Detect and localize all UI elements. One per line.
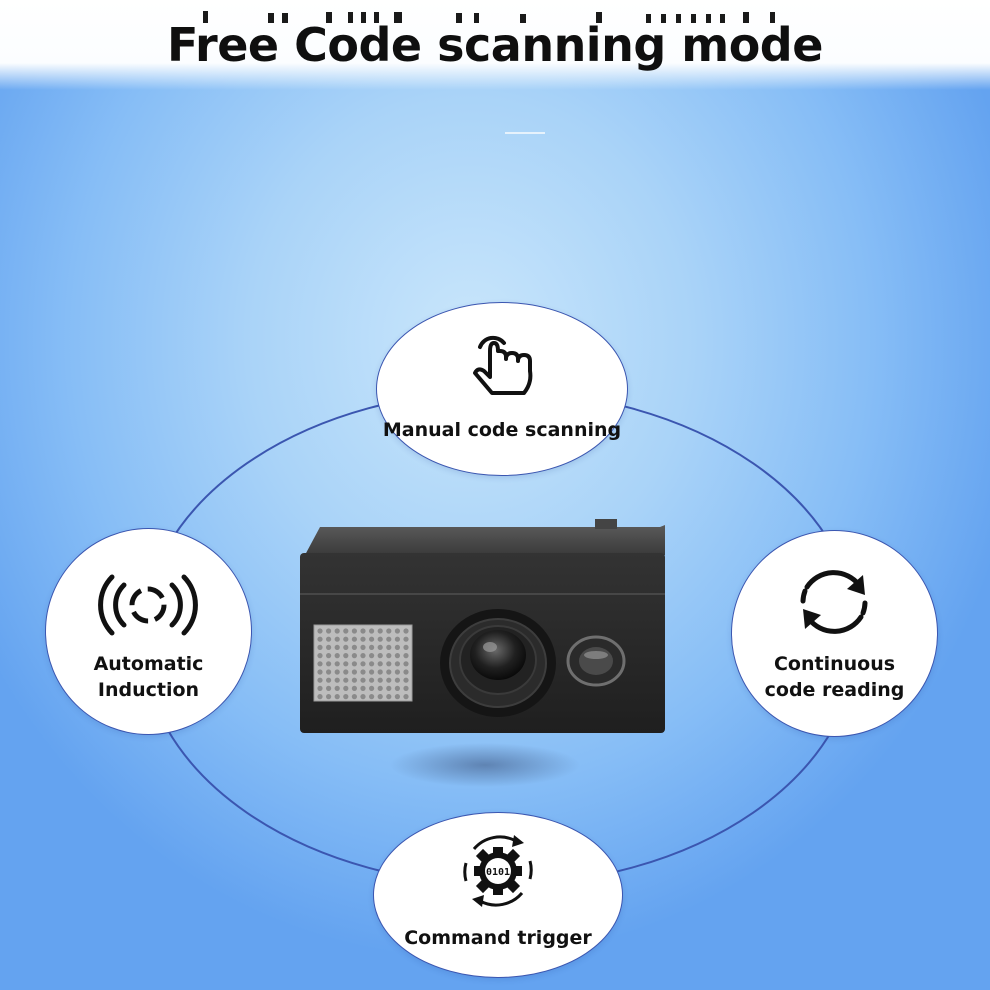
header-decoration-marks bbox=[203, 11, 775, 23]
mode-label-line1: Continuous bbox=[773, 653, 896, 675]
mode-label-line2: Induction bbox=[97, 679, 200, 701]
mode-command-trigger[interactable]: 0101 Command trigger bbox=[373, 812, 623, 978]
header-band bbox=[0, 0, 990, 90]
mode-label: Manual code scanning bbox=[382, 419, 622, 441]
mode-automatic-induction[interactable]: Automatic Induction bbox=[45, 528, 252, 735]
binary-code-text: 0101 bbox=[486, 867, 510, 878]
page-title: Free Code scanning mode bbox=[167, 18, 823, 72]
gear-binary-icon: 0101 bbox=[463, 835, 533, 907]
touch-hand-icon bbox=[473, 335, 533, 395]
mode-continuous-reading[interactable]: Continuous code reading bbox=[731, 530, 938, 737]
barcode-scanner-module bbox=[300, 519, 665, 787]
mode-label-line2: code reading bbox=[764, 679, 905, 701]
mode-label-line1: Automatic bbox=[93, 653, 204, 675]
mode-manual-scanning[interactable]: Manual code scanning bbox=[376, 302, 628, 476]
refresh-cycle-icon bbox=[800, 570, 868, 634]
mode-label: Command trigger bbox=[404, 927, 592, 949]
sensor-waves-icon bbox=[98, 574, 198, 636]
